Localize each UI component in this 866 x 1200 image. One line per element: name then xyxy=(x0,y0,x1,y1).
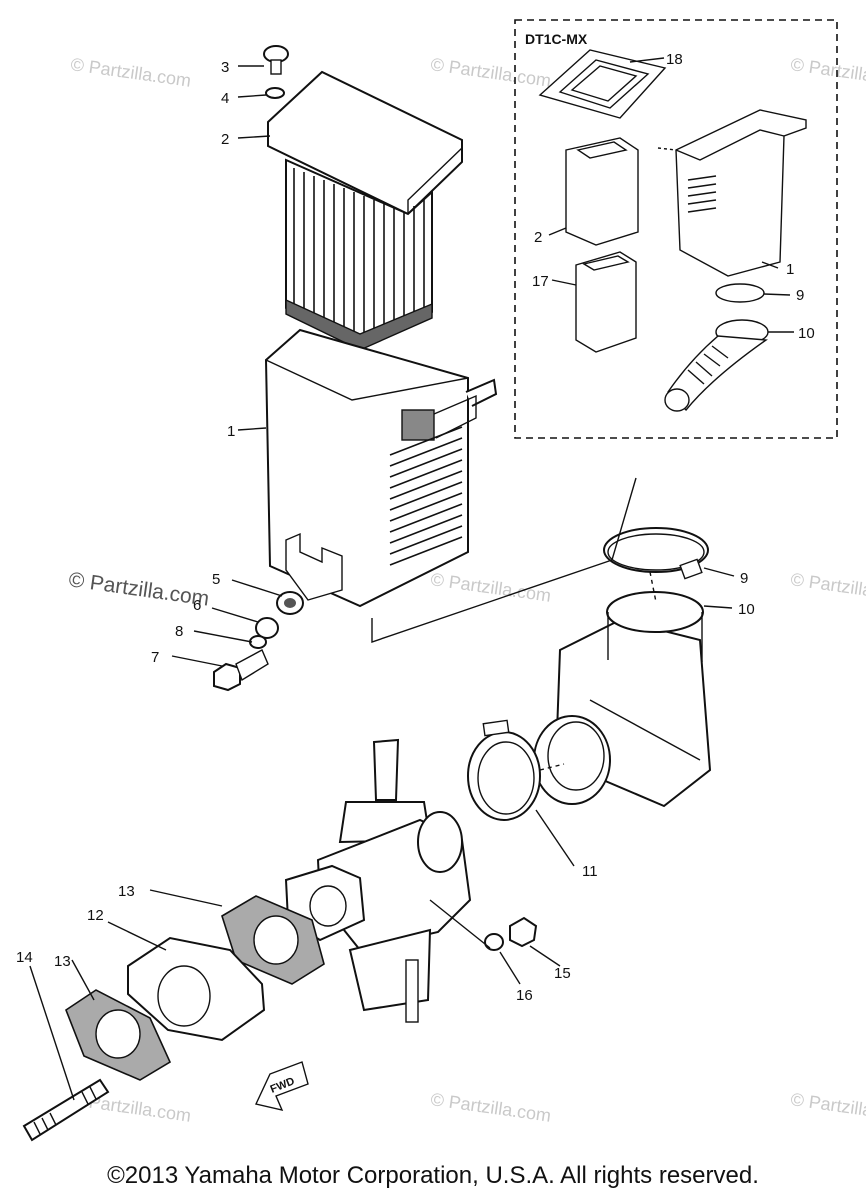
part-14-stud xyxy=(22,1078,110,1142)
watermark: © Partzilla.com xyxy=(789,569,866,606)
watermark-strong: © Partzilla.com xyxy=(67,568,210,610)
fwd-arrow: FWD xyxy=(254,1061,309,1111)
part-1-case xyxy=(264,328,498,608)
callout-1: 1 xyxy=(227,423,235,440)
watermark: © Partzilla.com xyxy=(429,1089,552,1126)
part-15-nut xyxy=(509,916,538,948)
callout-13-upper: 13 xyxy=(118,883,135,900)
part-5-grommet xyxy=(276,591,304,615)
inset-border xyxy=(514,19,838,439)
part-10-boot xyxy=(533,591,712,808)
callout-5: 5 xyxy=(212,571,220,588)
callout-inset-10: 10 xyxy=(798,325,815,342)
inset-part-2-element xyxy=(565,137,639,246)
part-7-bolt xyxy=(213,649,269,692)
callout-3: 3 xyxy=(221,59,229,76)
part-13-gasket-lower xyxy=(65,989,172,1081)
inset-part-9-clamp xyxy=(715,283,765,303)
part-12-spacer xyxy=(127,936,266,1042)
watermark: © Partzilla.com xyxy=(789,54,866,91)
part-13-gasket-upper xyxy=(221,895,325,985)
callout-labels: 3 4 2 1 5 6 8 7 9 10 11 13 12 13 14 15 1… xyxy=(16,51,815,1004)
callout-8: 8 xyxy=(175,623,183,640)
inset-part-17-inner xyxy=(575,251,637,353)
callout-inset-1: 1 xyxy=(786,261,794,278)
callout-6: 6 xyxy=(193,597,201,614)
part-16-washer xyxy=(484,933,504,951)
callout-inset-17: 17 xyxy=(532,273,549,290)
callout-4: 4 xyxy=(221,90,229,107)
watermark: © Partzilla.com xyxy=(429,569,552,606)
leader-lines xyxy=(29,65,735,1101)
part-11-clamp xyxy=(467,719,541,821)
watermark: © Partzilla.com xyxy=(789,1089,866,1126)
part-8-washer xyxy=(249,635,267,649)
part-9-clamp xyxy=(603,527,709,580)
inset-part-1-case xyxy=(675,109,807,277)
inset-title: DT1C-MX xyxy=(525,31,588,47)
part-2-cover xyxy=(267,70,463,216)
callout-inset-2: 2 xyxy=(534,229,542,246)
part-4-washer xyxy=(265,87,285,99)
part-filter-element xyxy=(285,158,433,351)
callout-16: 16 xyxy=(516,987,533,1004)
callout-10: 10 xyxy=(738,601,755,618)
callout-7: 7 xyxy=(151,649,159,666)
callout-9: 9 xyxy=(740,570,748,587)
inset-part-18-plate xyxy=(538,49,667,119)
callout-13-lower: 13 xyxy=(54,953,71,970)
callout-12: 12 xyxy=(87,907,104,924)
part-3-screw xyxy=(263,45,289,75)
copyright-notice: ©2013 Yamaha Motor Corporation, U.S.A. A… xyxy=(107,1162,759,1189)
callout-inset-9: 9 xyxy=(796,287,804,304)
watermark: © Partzilla.com xyxy=(69,54,192,91)
inset-part-10-hose xyxy=(664,319,769,412)
callout-14: 14 xyxy=(16,949,33,966)
callout-2: 2 xyxy=(221,131,229,148)
inset-dt1c-mx: DT1C-MX xyxy=(514,19,838,439)
callout-inset-18: 18 xyxy=(666,51,683,68)
callout-15: 15 xyxy=(554,965,571,982)
watermark: © Partzilla.com xyxy=(429,54,552,91)
part-carburetor xyxy=(284,738,472,1023)
callout-11: 11 xyxy=(582,863,598,880)
part-6-collar xyxy=(255,617,279,639)
